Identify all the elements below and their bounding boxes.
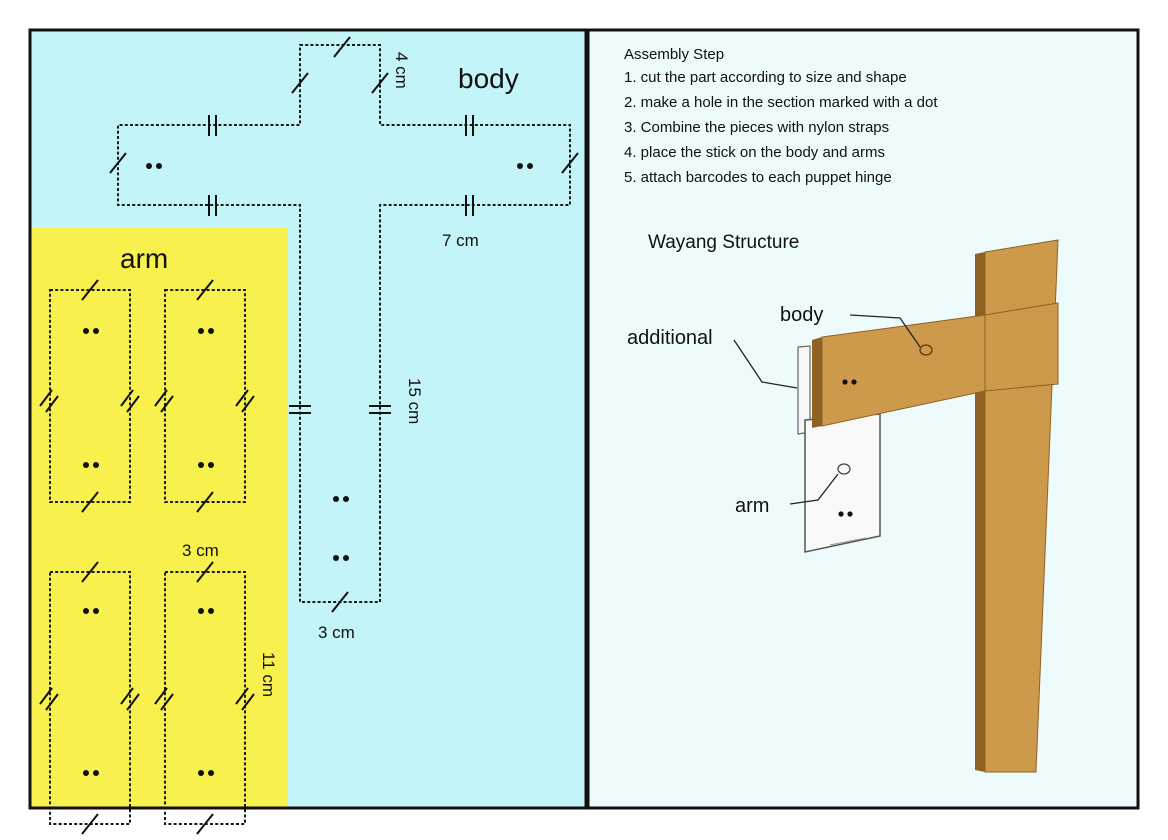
left-panel-frame [28, 28, 588, 810]
right-panel-frame [586, 28, 1140, 810]
arm-panel [30, 228, 288, 808]
body-cutting-outline [117, 44, 571, 603]
leader-lines [733, 314, 921, 505]
assembly-title: Assembly Step [624, 46, 724, 63]
assembly-step: 1. cut the part according to size and sh… [624, 69, 907, 86]
dimension-15cm: 15 cm [405, 378, 424, 424]
dimension-11cm: 11 cm [259, 652, 278, 697]
body-piece-3d [812, 302, 1059, 428]
structure-title: Wayang Structure [648, 232, 799, 253]
dimension-3cm-body: 3 cm [318, 623, 355, 642]
dimension-7cm: 7 cm [442, 231, 479, 250]
arm-piece-3d [804, 413, 881, 553]
hole-dots [83, 163, 533, 776]
dimension-4cm: 4 cm [392, 52, 411, 89]
assembly-step: 5. attach barcodes to each puppet hinge [624, 169, 892, 186]
assembly-steps-list: 1. cut the part according to size and sh… [624, 69, 938, 186]
structure-arm-label: arm [735, 495, 769, 517]
body-label: body [458, 63, 519, 94]
assembly-step: 2. make a hole in the section marked wit… [624, 94, 938, 111]
dimension-3cm-arm: 3 cm [182, 541, 219, 560]
assembly-step: 3. Combine the pieces with nylon straps [624, 119, 889, 136]
single-tick-marks [81, 36, 579, 835]
structure-additional-label: additional [627, 327, 713, 349]
arm-label: arm [120, 243, 168, 274]
structure-body-label: body [780, 304, 823, 326]
double-slash-marks [39, 389, 255, 711]
double-bar-marks [208, 115, 474, 414]
assembly-step: 4. place the stick on the body and arms [624, 144, 885, 161]
